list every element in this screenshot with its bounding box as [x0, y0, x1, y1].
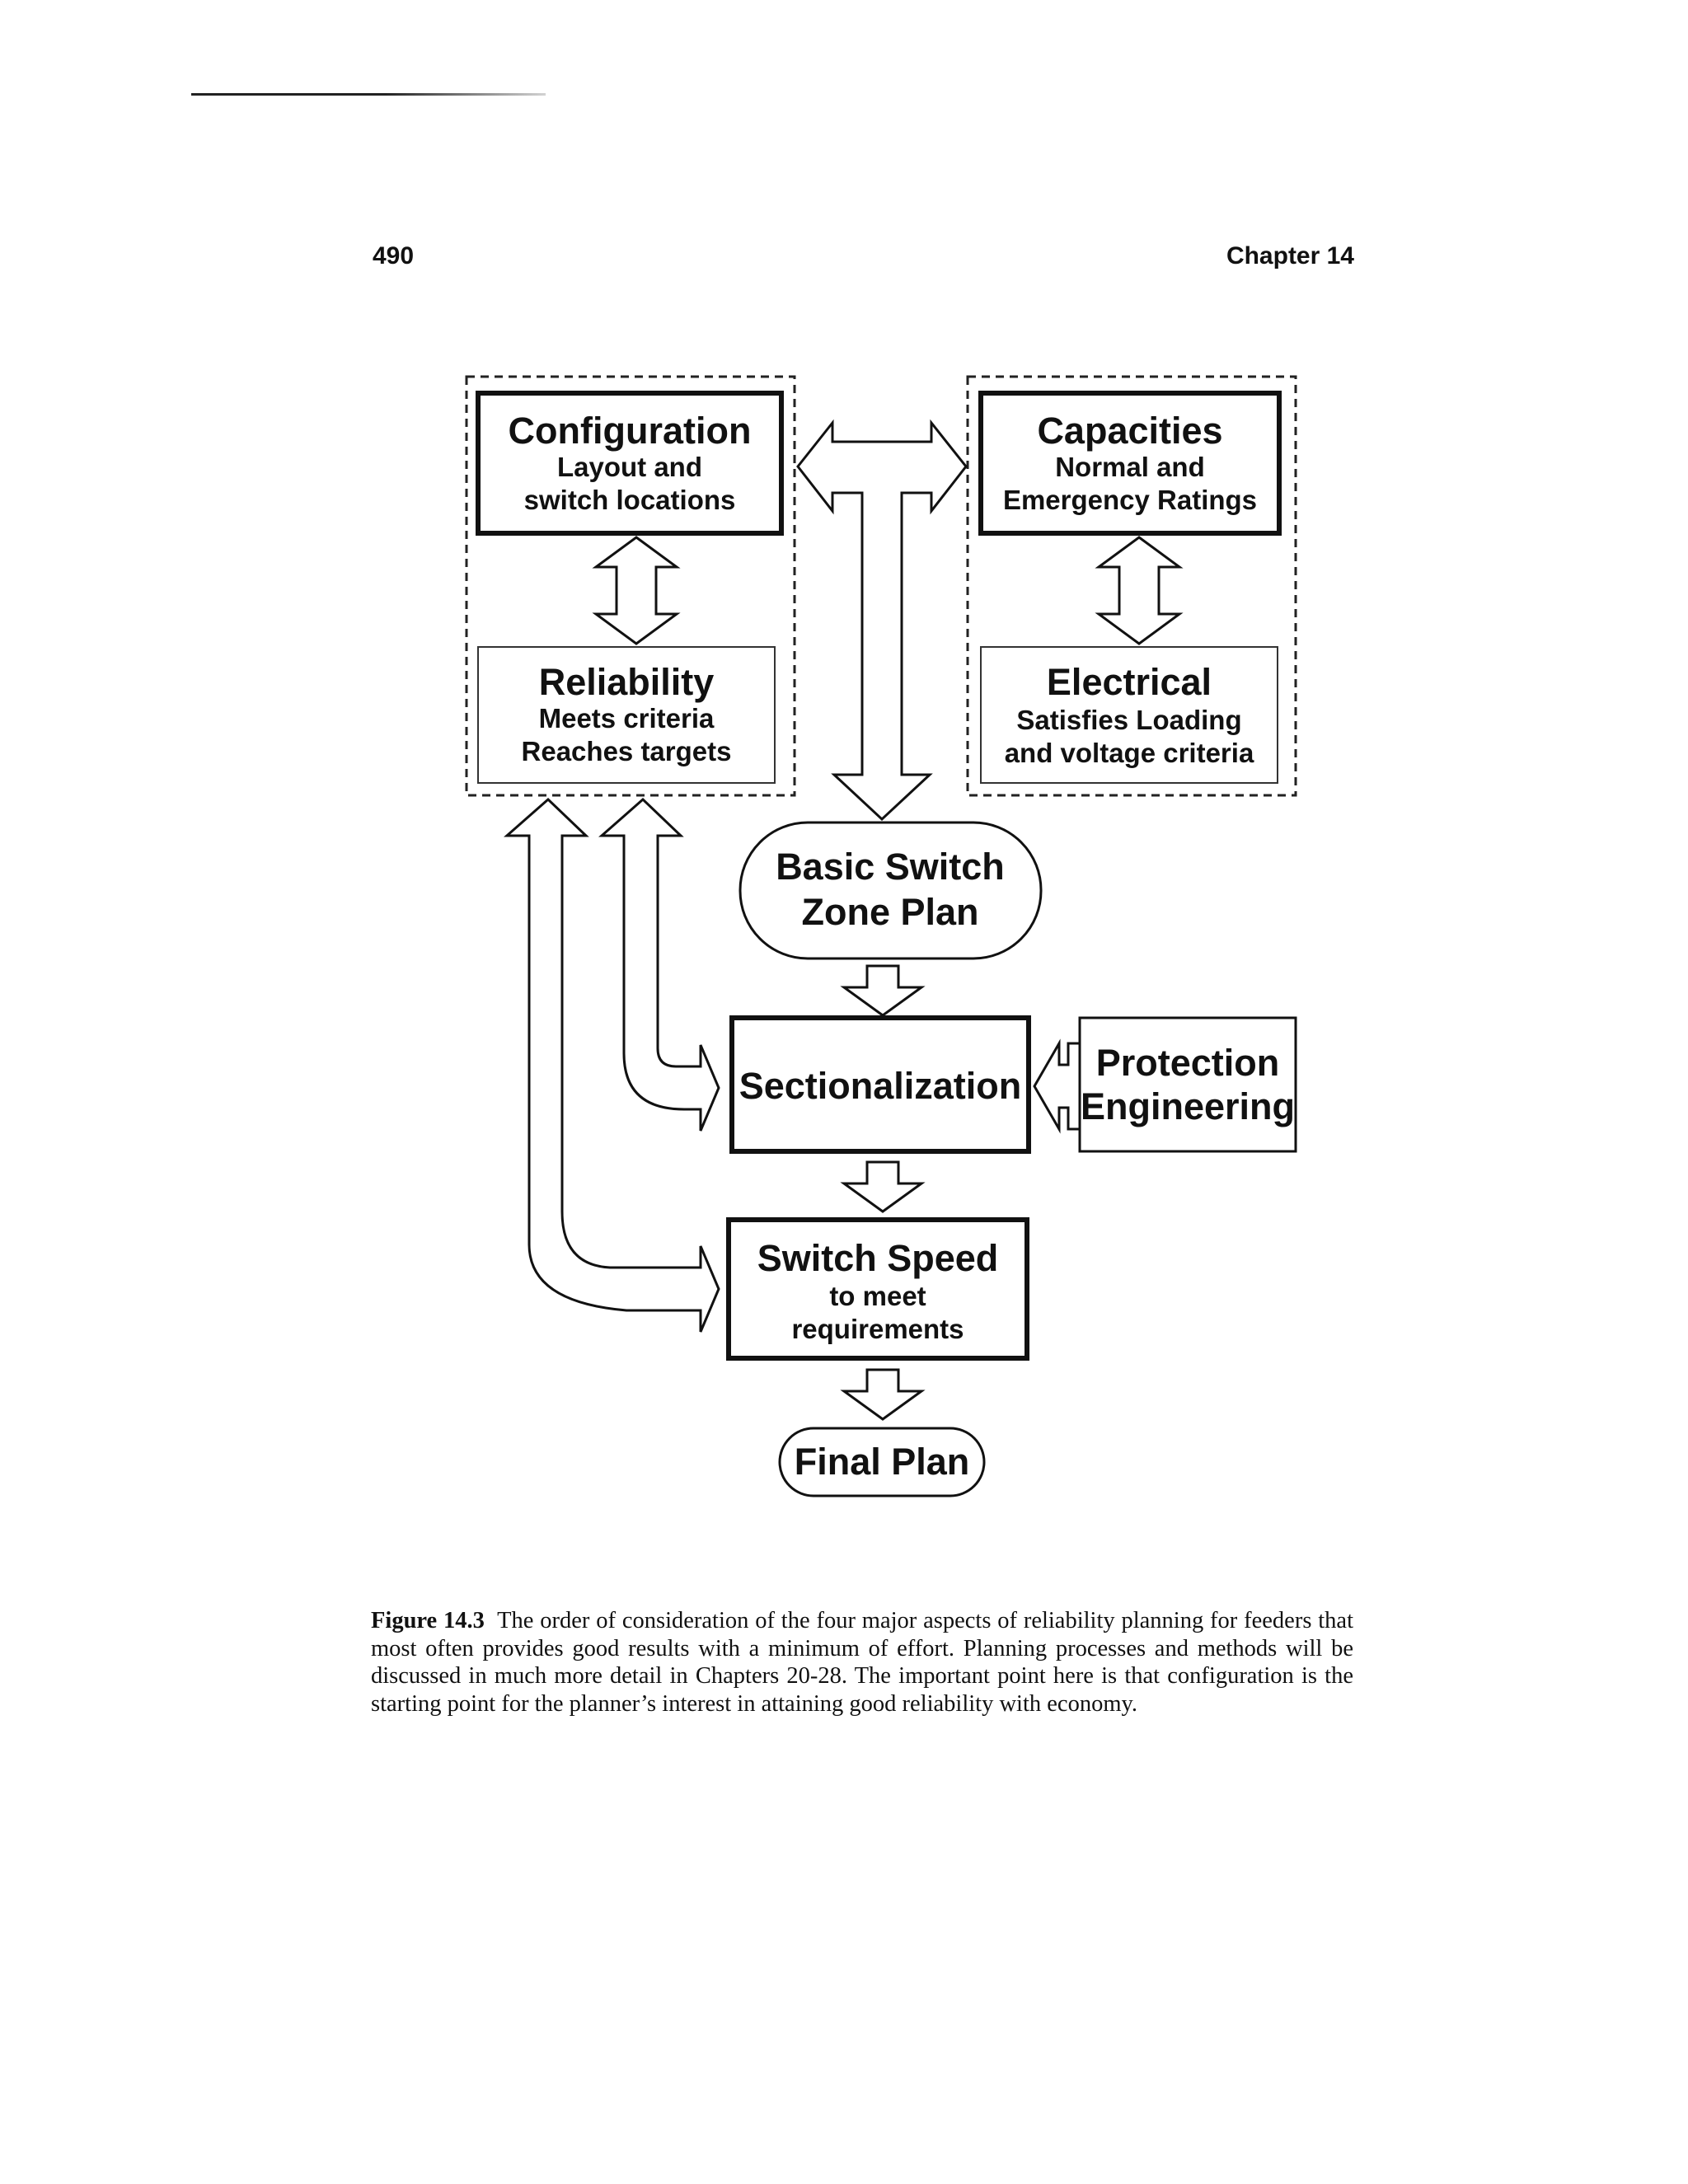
capacities-line1: Normal and	[1055, 452, 1205, 482]
down-arrow-to-final-plan	[840, 1368, 926, 1421]
switch-speed-box: Switch Speed to meet requirements	[726, 1217, 1029, 1361]
figure-label: Figure 14.3	[371, 1608, 485, 1633]
horizontal-double-arrow	[1033, 1038, 1081, 1134]
final-plan-title: Final Plan	[795, 1441, 970, 1483]
electrical-line2: and voltage criteria	[1005, 738, 1254, 768]
basic-switch-line2: Zone Plan	[801, 891, 978, 933]
sectionalization-title: Sectionalization	[739, 1065, 1022, 1107]
reliability-line1: Meets criteria	[539, 703, 715, 733]
reliability-title: Reliability	[539, 661, 715, 703]
right-dashed-group	[966, 375, 1297, 797]
capacities-title: Capacities	[1037, 410, 1222, 452]
configuration-line2: switch locations	[524, 485, 736, 515]
electrical-title: Electrical	[1047, 661, 1212, 703]
basic-switch-zone-plan: Basic Switch Zone Plan	[738, 821, 1043, 960]
figure-caption: Figure 14.3 The order of consideration o…	[371, 1607, 1353, 1718]
config-reliability-double-arrow	[592, 536, 681, 645]
electrical-box: Electrical Satisfies Loading and voltage…	[980, 646, 1278, 784]
electrical-line1: Satisfies Loading	[1016, 705, 1241, 735]
caption-text: The order of consideration of the four m…	[371, 1608, 1353, 1717]
switch-speed-line2: requirements	[791, 1314, 964, 1344]
down-arrow-to-sectionalization	[840, 964, 926, 1017]
configuration-line1: Layout and	[557, 452, 702, 482]
protection-line1: Protection	[1096, 1042, 1280, 1084]
t-junction-arrow	[796, 419, 968, 822]
sectionalization-box: Sectionalization	[729, 1015, 1031, 1154]
down-arrow-to-switch-speed	[840, 1160, 926, 1213]
switch-speed-title: Switch Speed	[757, 1237, 999, 1279]
reliability-box: Reliability Meets criteria Reaches targe…	[477, 646, 776, 784]
capacities-electrical-double-arrow	[1095, 536, 1184, 645]
basic-switch-line1: Basic Switch	[776, 846, 1005, 888]
configuration-title: Configuration	[509, 410, 752, 452]
configuration-box: Configuration Layout and switch location…	[476, 391, 784, 536]
switch-speed-line1: to meet	[829, 1281, 926, 1311]
final-plan-box: Final Plan	[778, 1427, 986, 1497]
top-rule	[191, 93, 546, 96]
reliability-line2: Reaches targets	[522, 736, 732, 766]
capacities-line2: Emergency Ratings	[1003, 485, 1257, 515]
reliability-to-sectionalization-arrow	[598, 797, 720, 1132]
left-dashed-group	[465, 375, 796, 797]
protection-line2: Engineering	[1081, 1085, 1295, 1127]
page-number: 490	[373, 242, 415, 269]
capacities-box: Capacities Normal and Emergency Ratings	[978, 391, 1282, 536]
chapter-title: Chapter 14	[1226, 242, 1354, 269]
protection-engineering-box: Protection Engineering	[1078, 1016, 1297, 1153]
reliability-to-switch-speed-arrow	[504, 797, 720, 1333]
